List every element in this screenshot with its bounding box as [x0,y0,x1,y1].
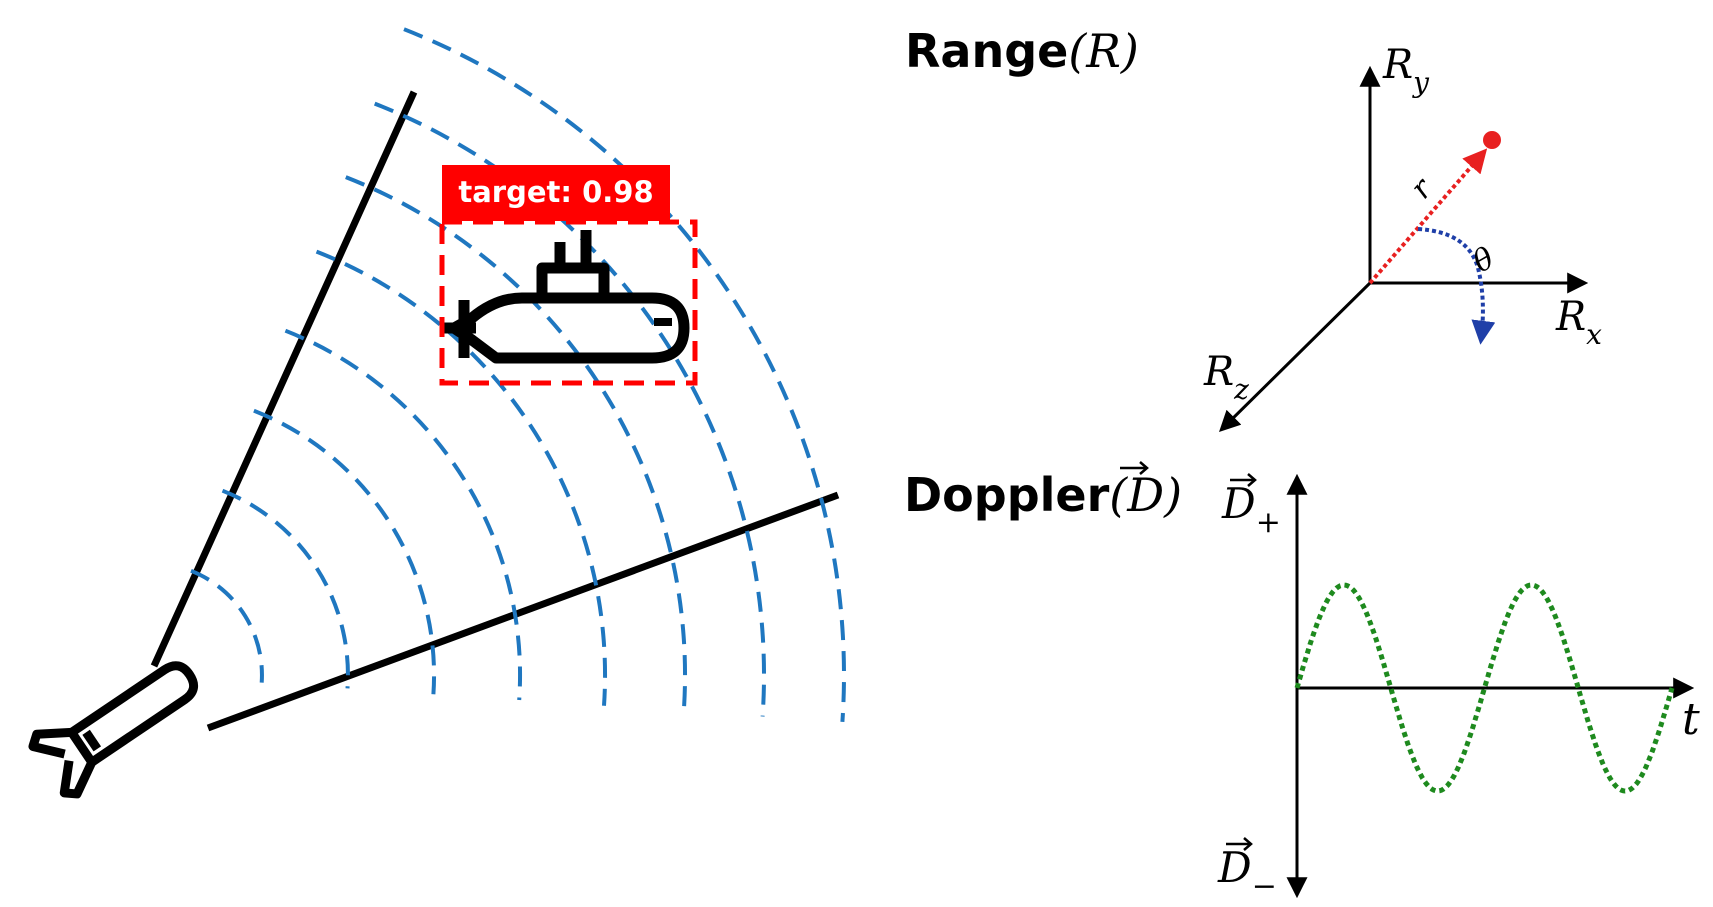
range-axis-y-label: Ry [1382,42,1430,99]
torpedo-icon [28,661,199,799]
range-panel: Range(R) Ry Rx Rz r θ [905,24,1602,432]
beam-edge-lower [206,491,840,732]
sonar-scene: target: 0.98 [28,27,846,799]
doppler-time-label: t [1682,694,1700,745]
doppler-panel: Doppler(D) D+ D− t [904,461,1700,904]
doppler-title: Doppler(D) [904,468,1182,522]
doppler-top-label: D+ [1221,479,1281,540]
wavefront-arc [315,249,608,706]
wavefront-arc [345,175,688,712]
wavefront-arc [284,328,522,701]
wavefront-arc [221,488,350,689]
range-radius-label: r [1404,171,1441,206]
beam-edge-upper [150,90,418,668]
range-title: Range(R) [905,24,1139,78]
range-axis-x-label: Rx [1555,294,1602,351]
range-axis-z-label: Rz [1203,349,1249,406]
wavefront-arc [253,408,436,695]
range-target-point [1483,131,1501,149]
detection-label: target: 0.98 [458,175,653,209]
submarine-icon [444,230,690,364]
range-vector [1368,148,1488,285]
doppler-top-vector-arrow [1230,473,1257,487]
doppler-waveform [1294,582,1675,794]
sonar-wavefronts [190,27,846,723]
doppler-bottom-vector-arrow [1226,837,1253,851]
detection-label-bg [442,165,670,221]
wavefront-arc [373,101,767,717]
range-axis-z [1219,281,1372,432]
range-angle-label: θ [1467,241,1500,280]
detection-box [439,219,698,386]
wavefront-arc [190,568,264,683]
wavefront-arc [403,27,846,723]
doppler-bottom-label: D− [1217,843,1277,904]
doppler-title-vector-arrow [1120,461,1149,475]
